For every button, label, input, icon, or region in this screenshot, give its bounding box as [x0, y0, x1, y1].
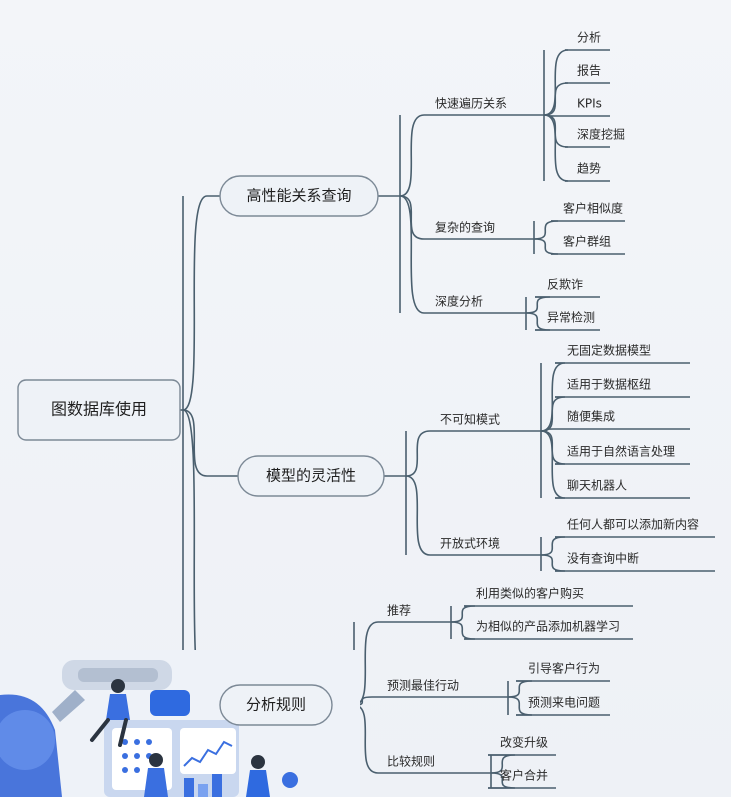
leaf-label-0-2-0: 反欺诈 — [547, 278, 583, 292]
branch-label-1-1: 开放式环境 — [440, 536, 500, 551]
branch-label-2-1: 预测最佳行动 — [387, 679, 459, 693]
leaf-label-1-0-2: 随便集成 — [567, 409, 615, 424]
leaf-label-0-1-1: 客户群组 — [563, 234, 611, 249]
topic-label-1: 模型的灵活性 — [266, 467, 356, 485]
branch-connector-2-0 — [353, 621, 382, 706]
leaf-connector-0-1-1 — [533, 238, 559, 255]
root-label: 图数据库使用 — [51, 400, 147, 419]
leaf-label-0-0-3: 深度挖掘 — [577, 127, 625, 142]
leaf-label-1-1-0: 任何人都可以添加新内容 — [567, 517, 699, 532]
leaf-label-0-0-1: 报告 — [577, 63, 601, 78]
branch-label-0-0: 快速遍历关系 — [435, 97, 507, 111]
topic-node-0 — [219, 175, 379, 217]
leaf-connector-2-0-1 — [450, 621, 476, 640]
branch-connector-0-2 — [399, 195, 430, 314]
leaf-connector-1-1-0 — [540, 536, 566, 556]
branch-label-0-1: 复杂的查询 — [435, 220, 495, 235]
leaf-label-1-0-4: 聊天机器人 — [567, 479, 627, 493]
topic-node-2 — [219, 684, 333, 726]
tech-illustration — [0, 650, 360, 797]
branch-label-2-2: 比较规则 — [387, 754, 435, 769]
leaf-label-2-0-0: 利用类似的客户购买 — [476, 586, 584, 601]
leaf-label-2-0-1: 为相似的产品添加机器学习 — [476, 619, 620, 634]
leaf-label-1-1-1: 没有查询中断 — [567, 551, 639, 566]
leaf-label-1-0-3: 适用于自然语言处理 — [567, 444, 675, 459]
leaf-connector-2-0-0 — [450, 605, 476, 623]
branch-connector-0-0 — [399, 114, 430, 197]
topic-connector-0 — [182, 195, 220, 411]
branch-label-0-2: 深度分析 — [435, 294, 483, 309]
leaf-connector-0-0-1 — [543, 82, 569, 116]
leaf-label-0-0-2: KPIs — [577, 97, 602, 111]
leaf-label-2-1-0: 引导客户行为 — [528, 661, 600, 676]
leaf-connector-0-0-4 — [543, 114, 569, 182]
branch-label-1-0: 不可知模式 — [440, 413, 500, 427]
branch-connector-1-1 — [405, 475, 435, 556]
branch-label-2-0: 推荐 — [387, 604, 411, 618]
leaf-label-0-0-4: 趋势 — [577, 162, 601, 176]
topic-label-2: 分析规则 — [246, 696, 306, 714]
leaf-connector-1-0-1 — [540, 396, 566, 432]
leaf-label-0-0-0: 分析 — [577, 31, 601, 45]
branch-connector-2-2 — [353, 704, 382, 774]
leaf-label-2-2-0: 改变升级 — [500, 735, 548, 750]
topic-node-1 — [237, 455, 385, 497]
leaf-connector-1-1-1 — [540, 554, 566, 572]
topic-connector-1 — [182, 409, 238, 477]
leaf-label-0-2-1: 异常检测 — [547, 310, 595, 325]
leaf-label-2-1-1: 预测来电问题 — [528, 696, 600, 710]
leaf-label-1-0-1: 适用于数据枢纽 — [567, 377, 651, 392]
topic-label-0: 高性能关系查询 — [246, 187, 351, 205]
leaf-label-0-1-0: 客户相似度 — [563, 201, 623, 216]
leaf-label-2-2-1: 客户合并 — [500, 768, 548, 783]
root-node — [17, 379, 181, 441]
connectors — [180, 49, 715, 789]
branch-connector-1-0 — [405, 430, 435, 477]
leaf-connector-0-1-0 — [533, 220, 559, 240]
leaf-label-1-0-0: 无固定数据模型 — [567, 343, 651, 358]
branch-connector-0-1 — [399, 195, 430, 240]
